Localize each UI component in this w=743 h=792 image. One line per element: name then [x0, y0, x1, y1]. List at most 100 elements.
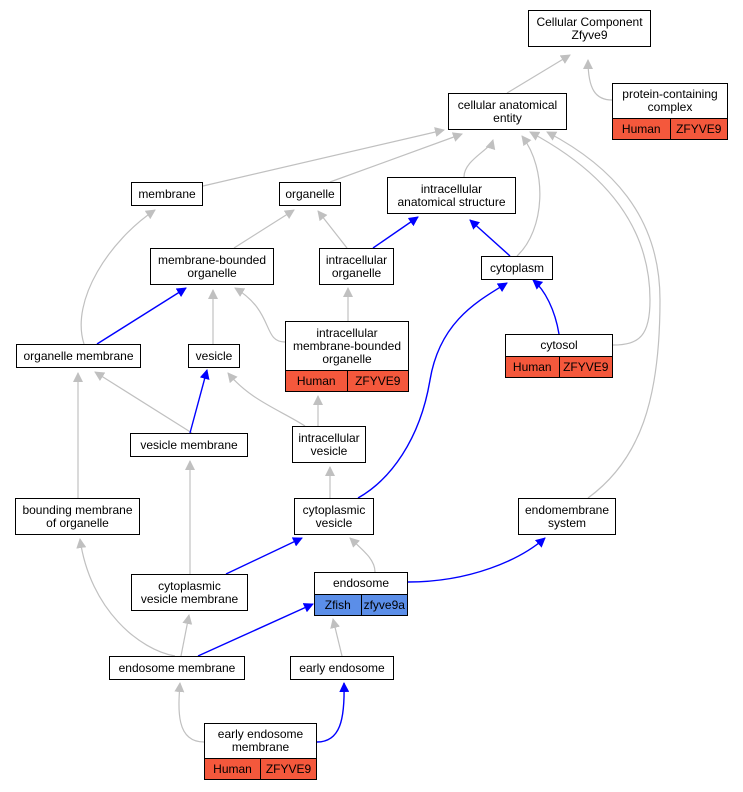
node-label-line: endosome — [332, 576, 390, 590]
node-label-line: membrane — [138, 186, 196, 201]
edge-part-of-intracellular-organelle-to-intracellular-anatomical-structure — [372, 216, 419, 249]
annotation-gene: ZFYVE9 — [669, 119, 727, 139]
edge-is-a-cytoplasm-to-cellular-anatomical-entity — [516, 135, 541, 257]
node-label-line: system — [547, 515, 586, 530]
node-label-line: vesicle — [315, 515, 353, 530]
node-label-line: organelle — [187, 265, 237, 280]
edge-is-a-cellular-anatomical-entity-to-cellular-component — [506, 54, 571, 94]
edge-is-a-early-endosome-membrane-to-endosome-membrane — [174, 682, 205, 743]
node-title: vesicle membrane — [131, 434, 247, 456]
node-label-line: cytosol — [540, 338, 578, 352]
node-membrane[interactable]: membrane — [131, 182, 203, 206]
node-title: organelle — [280, 183, 340, 205]
node-label-line: vesicle — [195, 348, 233, 363]
edge-layer — [73, 54, 661, 743]
edge-is-a-intracellular-vesicle-to-vesicle — [227, 372, 306, 427]
node-cytoplasm[interactable]: cytoplasm — [481, 256, 553, 280]
annotation-species: Human — [613, 119, 670, 139]
node-label-line: anatomical structure — [397, 194, 506, 209]
edge-part-of-cytosol-to-cytoplasm — [532, 279, 560, 335]
edge-is-a-organelle-membrane-to-membrane — [80, 209, 156, 345]
node-vesicle-membrane[interactable]: vesicle membrane — [130, 433, 248, 457]
node-label-line: Zfyve9 — [571, 27, 608, 42]
edge-is-a-membrane-bounded-organelle-to-organelle — [233, 209, 295, 249]
node-label-line: cytoplasmic — [302, 502, 366, 517]
edge-is-a-endosome-membrane-to-cytoplasmic-vesicle-membrane — [180, 614, 193, 657]
edge-is-a-endosome-to-cytoplasmic-vesicle — [349, 537, 376, 573]
node-label-line: membrane-bounded — [157, 252, 267, 267]
edge-is-a-endosome-membrane-to-bounding-membrane-of-organelle — [76, 538, 176, 657]
edge-is-a-endomembrane-system-to-cellular-anatomical-entity — [546, 131, 661, 499]
edge-part-of-endosome-membrane-to-endosome — [197, 603, 314, 657]
node-title: early endosome — [291, 657, 393, 679]
edge-part-of-early-endosome-membrane-to-early-endosome — [316, 682, 350, 743]
node-label-line: Cellular Component — [536, 14, 643, 29]
node-label-line: membrane-bounded — [292, 338, 402, 353]
node-title: vesicle — [189, 345, 239, 367]
edge-is-a-membrane-to-cellular-anatomical-entity — [202, 127, 445, 187]
node-label-line: bounding membrane — [22, 502, 133, 517]
annotation-gene: ZFYVE9 — [346, 371, 408, 391]
node-label-line: membrane — [231, 740, 290, 754]
node-label-line: intracellular — [298, 430, 360, 445]
node-label-line: cytoplasm — [489, 260, 545, 275]
node-label-line: endomembrane — [524, 502, 610, 517]
annotation-gene: ZFYVE9 — [558, 357, 612, 377]
edge-is-a-intracellular-membrane-bounded-organelle-to-membrane-bounded-organelle — [234, 287, 286, 343]
node-organelle-membrane[interactable]: organelle membrane — [16, 344, 141, 368]
node-endosome-membrane[interactable]: endosome membrane — [109, 656, 245, 680]
node-title: organelle membrane — [17, 345, 140, 367]
node-label-line: organelle — [331, 265, 382, 280]
edge-is-a-vesicle-membrane-to-organelle-membrane — [94, 371, 193, 434]
node-title: membrane — [132, 183, 202, 205]
node-label-line: early endosome — [217, 727, 304, 741]
node-label-line: entity — [493, 110, 522, 125]
edge-part-of-vesicle-membrane-to-vesicle — [189, 369, 210, 434]
edge-is-a-organelle-to-cellular-anatomical-entity — [329, 132, 463, 183]
node-label-line: intracellular — [420, 181, 483, 196]
node-label-line: vesicle membrane — [140, 437, 238, 452]
node-label-line: early endosome — [299, 660, 385, 675]
node-organelle[interactable]: organelle — [279, 182, 341, 206]
edge-part-of-endosome-to-endomembrane-system — [407, 537, 546, 583]
edge-part-of-cytoplasm-to-intracellular-anatomical-structure — [469, 219, 511, 257]
edge-part-of-cytoplasmic-vesicle-to-cytoplasm — [357, 282, 508, 499]
node-label-line: intracellular — [316, 325, 378, 340]
node-early-endosome[interactable]: early endosome — [290, 656, 394, 680]
edge-is-a-intracellular-anatomical-structure-to-cellular-anatomical-entity — [463, 139, 496, 178]
node-vesicle[interactable]: vesicle — [188, 344, 240, 368]
